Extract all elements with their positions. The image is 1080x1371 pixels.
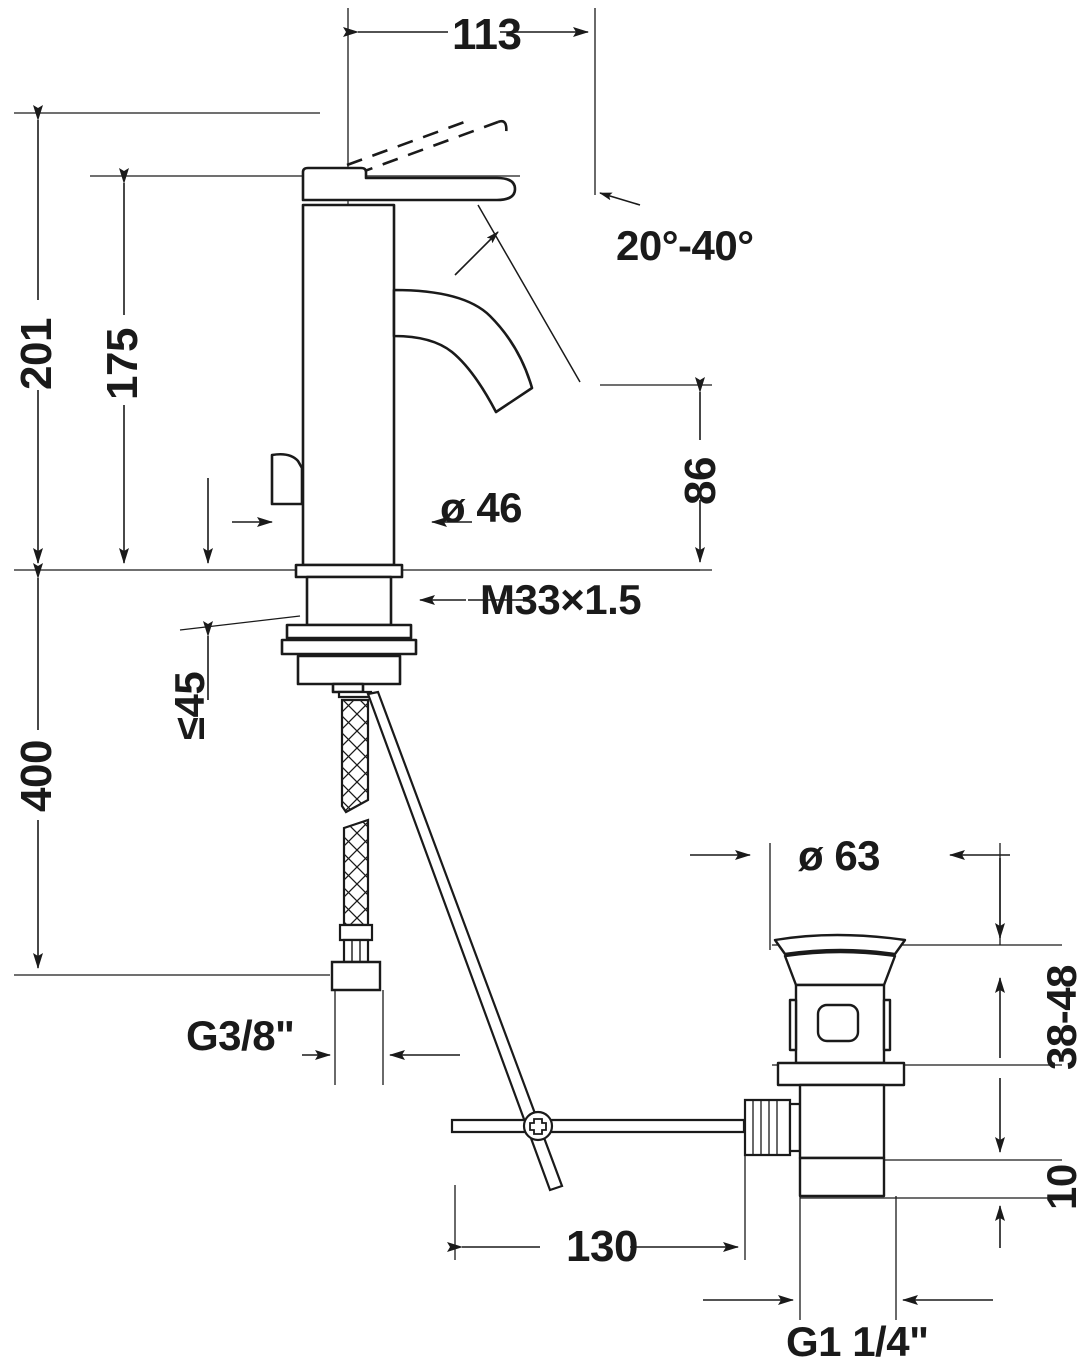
pop-up-linkage-bar [450, 1110, 746, 1142]
dimension-label-thread-g38: G3/8" [186, 1012, 295, 1059]
dimension-label-10: 10 [1038, 1164, 1080, 1210]
spout-aerator-angle-indicator [477, 204, 581, 383]
pop-up-waste-drain [773, 933, 907, 1198]
flexible-supply-hose [330, 690, 382, 992]
dimension-label-175: 175 [98, 328, 147, 400]
dimension-label-diameter-63: ø 63 [798, 832, 881, 879]
dimension-lines [33, 27, 1010, 1305]
dimension-label-86: 86 [676, 457, 725, 505]
dimension-label-diameter-46: ø 46 [440, 484, 523, 531]
dimension-label-130: 130 [566, 1222, 638, 1271]
pop-up-pull-rod [366, 690, 564, 1192]
dimension-label-angle-range: 20°-40° [616, 222, 754, 269]
leader-lines [454, 192, 641, 601]
dimension-label-113: 113 [452, 10, 522, 59]
dimension-label-201: 201 [12, 318, 61, 390]
dimension-label-range-38-48: 38-48 [1038, 965, 1080, 1070]
linkage-clamp-screw [743, 1098, 809, 1157]
dimension-label-thread-g114: G1 1/4" [786, 1318, 929, 1365]
dimension-label-400: 400 [12, 740, 61, 812]
faucet-body-outline [270, 166, 534, 694]
dimension-label-max-45: ≤45 [166, 671, 213, 740]
dimension-label-thread-m33: M33×1.5 [480, 576, 642, 623]
